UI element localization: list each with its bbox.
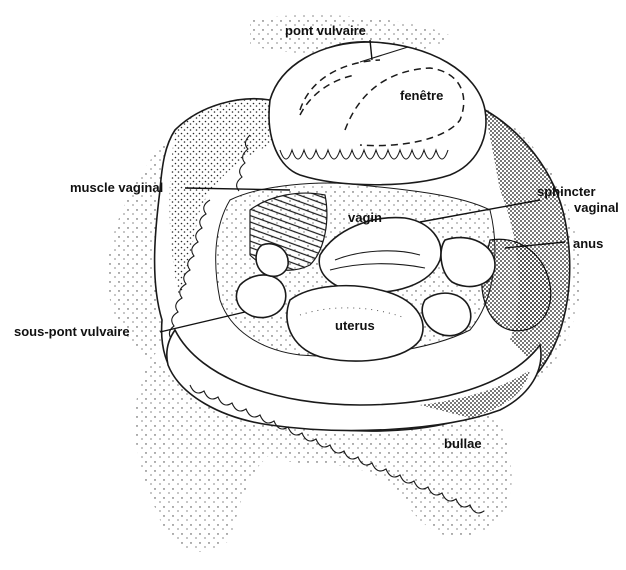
- label-pont-vulvaire: pont vulvaire: [285, 23, 366, 38]
- label-muscle-vaginal: muscle vaginal: [70, 180, 163, 195]
- label-vagin: vagin: [348, 210, 382, 225]
- upper-dome: [269, 42, 486, 185]
- label-fenetre: fenêtre: [400, 88, 443, 103]
- label-sphincter: sphincter: [537, 184, 596, 199]
- label-bullae: bullae: [444, 436, 482, 451]
- label-sous-pont-vulvaire: sous-pont vulvaire: [14, 324, 130, 339]
- label-vaginal: vaginal: [574, 200, 619, 215]
- label-anus: anus: [573, 236, 603, 251]
- label-uterus: uterus: [335, 318, 375, 333]
